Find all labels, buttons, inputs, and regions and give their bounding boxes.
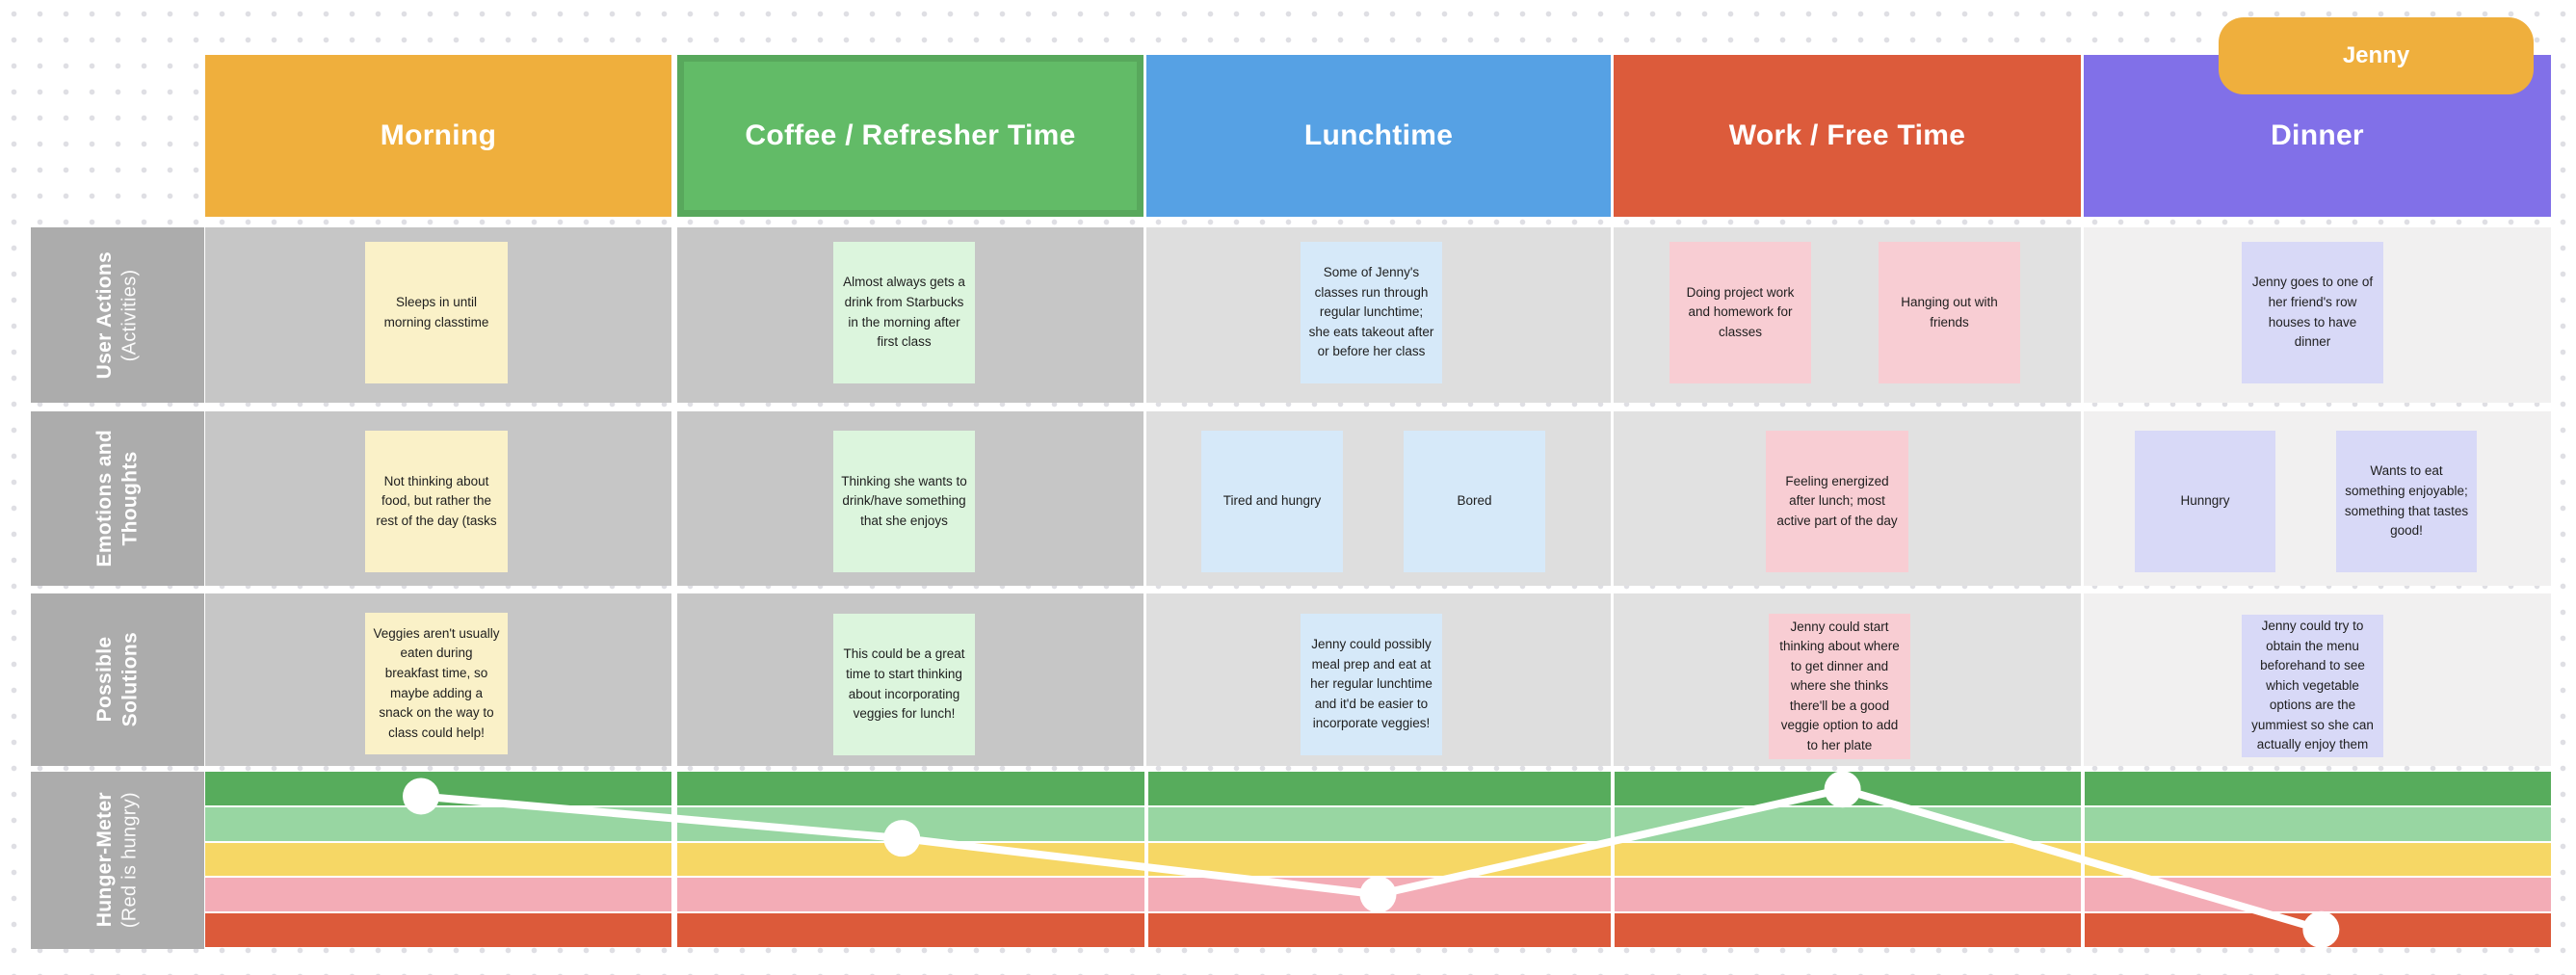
row-label-text: Emotions and <box>92 430 116 567</box>
column-header-coffee-refresher[interactable]: Coffee / Refresher Time <box>677 55 1143 217</box>
sticky-note[interactable]: Jenny could try to obtain the menu befor… <box>2242 615 2383 757</box>
sticky-note[interactable]: Tired and hungry <box>1201 431 1343 572</box>
column-header-work-free-time[interactable]: Work / Free Time <box>1614 55 2081 217</box>
sticky-note[interactable]: Jenny goes to one of her friend's row ho… <box>2242 242 2383 383</box>
row-label-text: Thoughts <box>118 451 141 546</box>
sticky-note[interactable]: Almost always gets a drink from Starbuck… <box>833 242 975 383</box>
hunger-band <box>205 842 2551 877</box>
sticky-note[interactable]: Hunngry <box>2135 431 2275 572</box>
column-divider <box>1144 772 1148 947</box>
row-sublabel-text: (Red is hungry) <box>118 792 141 929</box>
row-sublabel-text: (Activities) <box>118 269 141 361</box>
row-label-text: Possible <box>92 637 116 723</box>
row-label-text: Solutions <box>118 632 141 727</box>
hunger-data-point[interactable] <box>883 820 921 857</box>
hunger-band <box>205 772 2551 805</box>
sticky-note[interactable]: Jenny could start thinking about where t… <box>1769 614 1910 759</box>
sticky-note[interactable]: Not thinking about food, but rather the … <box>365 431 508 572</box>
hunger-data-point[interactable] <box>2302 910 2340 948</box>
persona-tab-jenny[interactable]: Jenny <box>2219 17 2534 94</box>
sticky-note[interactable]: Bored <box>1404 431 1545 572</box>
sticky-note[interactable]: Doing project work and homework for clas… <box>1669 242 1811 383</box>
column-divider <box>671 772 677 947</box>
column-header-lunchtime[interactable]: Lunchtime <box>1146 55 1611 217</box>
sticky-note[interactable]: Veggies aren't usually eaten during brea… <box>365 613 508 754</box>
hunger-line-chart <box>403 771 2340 948</box>
sticky-note[interactable]: Thinking she wants to drink/have somethi… <box>833 431 975 572</box>
row-label-hunger-meter[interactable]: Hunger-Meter(Red is hungry) <box>31 772 204 949</box>
sticky-note[interactable]: Sleeps in until morning classtime <box>365 242 508 383</box>
sticky-note[interactable]: Feeling energized after lunch; most acti… <box>1766 431 1908 572</box>
row-label-user-actions[interactable]: User Actions(Activities) <box>31 227 204 403</box>
hunger-data-point[interactable] <box>403 777 440 815</box>
hunger-data-point[interactable] <box>1359 876 1397 913</box>
sticky-note[interactable]: Some of Jenny's classes run through regu… <box>1301 242 1442 383</box>
hunger-band <box>205 913 2551 947</box>
sticky-note[interactable]: This could be a great time to start thin… <box>833 614 975 755</box>
row-label-text: User Actions <box>93 250 117 380</box>
column-divider <box>1611 772 1615 947</box>
sticky-note[interactable]: Jenny could possibly meal prep and eat a… <box>1301 614 1442 755</box>
column-header-morning[interactable]: Morning <box>205 55 671 217</box>
sticky-note[interactable]: Hanging out with friends <box>1879 242 2020 383</box>
row-label-text: Hunger-Meter <box>93 792 117 929</box>
hunger-meter-chart <box>205 771 2551 948</box>
sticky-note[interactable]: Wants to eat something enjoyable; someth… <box>2336 431 2477 572</box>
hunger-data-point[interactable] <box>1824 771 1861 808</box>
